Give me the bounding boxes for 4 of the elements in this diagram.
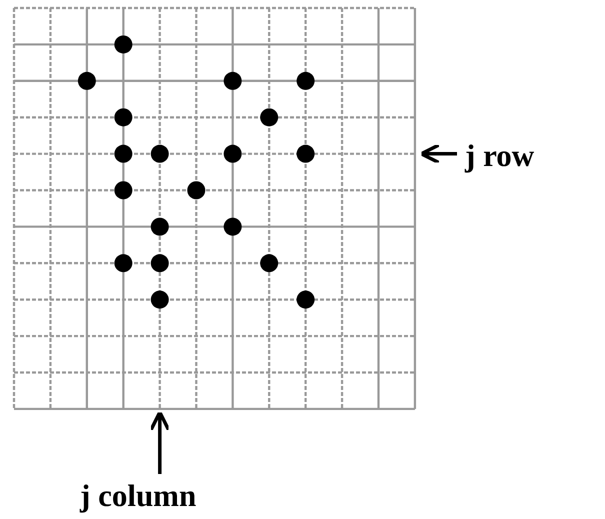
axis-label: j row — [465, 140, 534, 171]
axis-label: j column — [80, 480, 196, 511]
leader-arrow — [420, 143, 457, 164]
leader-arrow — [149, 410, 170, 474]
